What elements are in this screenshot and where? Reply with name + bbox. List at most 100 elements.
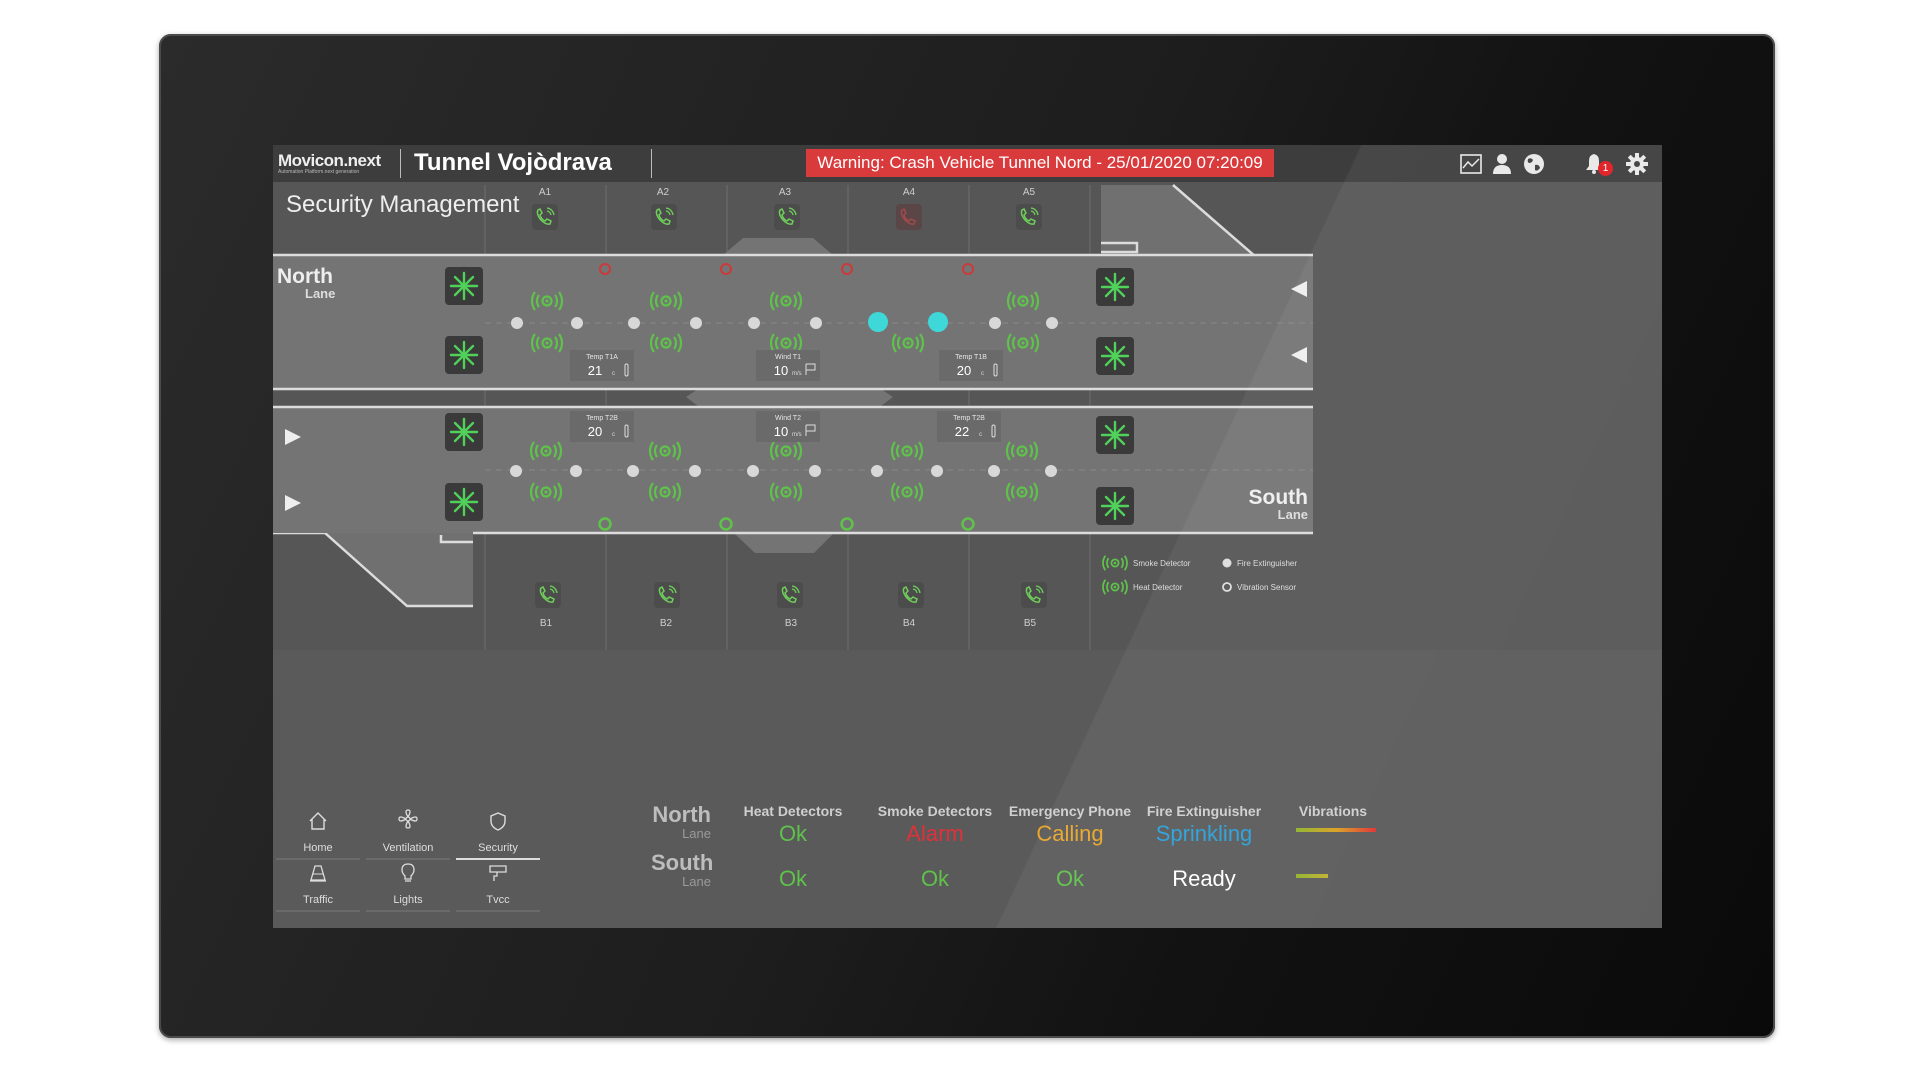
nav-security[interactable]: Security <box>453 802 543 860</box>
emergency-phone-icon[interactable] <box>531 203 559 231</box>
fire-extinguisher-icon[interactable] <box>989 317 1001 329</box>
status-panel: North Lane South Lane Heat Detectors Smo… <box>273 145 1662 928</box>
warning-banner[interactable]: Warning: Crash Vehicle Tunnel Nord - 25/… <box>806 149 1274 177</box>
section-label: B5 <box>1024 618 1037 629</box>
svg-text:c: c <box>612 432 615 438</box>
svg-text:Temp T1B: Temp T1B <box>955 354 987 361</box>
legend: Smoke Detector Heat Detector Fire Exting… <box>1102 554 1297 596</box>
globe-icon[interactable] <box>1521 151 1547 177</box>
fire-extinguisher-icon[interactable] <box>511 317 523 329</box>
north-phone-status: Calling <box>1036 821 1104 846</box>
fire-extinguisher-icon[interactable] <box>988 465 1000 477</box>
sensor-temp-t1a[interactable]: Temp T1A 21 c <box>570 350 634 381</box>
fan-icon[interactable] <box>443 411 485 453</box>
fire-extinguisher-icon[interactable] <box>628 317 640 329</box>
fire-extinguisher-icon[interactable] <box>810 317 822 329</box>
fan-icon[interactable] <box>1094 266 1136 308</box>
emergency-phone-icon[interactable] <box>1015 203 1043 231</box>
app-title: Tunnel Vojòdrava <box>414 149 612 176</box>
gear-icon[interactable] <box>1624 151 1650 177</box>
status-south-sublabel: Lane <box>682 874 711 889</box>
svg-text:m/s: m/s <box>792 371 802 377</box>
fan-icon[interactable] <box>443 481 485 523</box>
tunnel-diagram: Temp T1A 21 c Wind T1 10 m/s Temp T1B 20… <box>273 184 1662 928</box>
fire-extinguisher-icon[interactable] <box>931 465 943 477</box>
fire-extinguisher-icon[interactable] <box>1045 465 1057 477</box>
fan-icon[interactable] <box>1094 335 1136 377</box>
status-south-label: South <box>651 850 714 875</box>
col-fire-extinguisher: Fire Extinguisher <box>1146 803 1262 819</box>
arrow-right-icon <box>285 429 301 445</box>
sensor-temp-t2b-1[interactable]: Temp T2B 20 c <box>570 411 634 442</box>
fire-extinguisher-icon[interactable] <box>747 465 759 477</box>
fire-extinguisher-group <box>511 317 1058 329</box>
fire-extinguisher-active-icon[interactable] <box>928 312 948 332</box>
emergency-phone-icon[interactable] <box>776 581 804 609</box>
fire-extinguisher-icon[interactable] <box>690 317 702 329</box>
section-label: A3 <box>779 187 792 198</box>
nav-traffic[interactable]: Traffic <box>273 858 363 916</box>
north-vibration-bar <box>1296 828 1376 832</box>
section-label: A2 <box>657 187 670 198</box>
svg-text:m/s: m/s <box>792 432 802 438</box>
status-north-label: North <box>652 802 711 827</box>
arrow-left-icon <box>1291 347 1307 363</box>
svg-text:22: 22 <box>955 424 969 439</box>
nav-lights[interactable]: Lights <box>363 858 453 916</box>
svg-text:Temp T1A: Temp T1A <box>586 354 618 361</box>
svg-text:10: 10 <box>774 363 788 378</box>
section-label: A5 <box>1023 187 1036 198</box>
sensor-temp-t2b-2[interactable]: Temp T2B 22 c <box>937 411 1001 442</box>
fire-extinguisher-icon[interactable] <box>570 465 582 477</box>
sensor-wind-t1[interactable]: Wind T1 10 m/s <box>756 350 820 381</box>
south-lane-sublabel: Lane <box>1278 507 1308 522</box>
fire-extinguisher-icon[interactable] <box>510 465 522 477</box>
north-heat-status: Ok <box>778 821 808 846</box>
svg-text:Fire Extinguisher: Fire Extinguisher <box>1237 559 1297 568</box>
svg-text:20: 20 <box>588 424 602 439</box>
fan-icon[interactable] <box>1094 485 1136 527</box>
status-north-sublabel: Lane <box>682 826 711 841</box>
fire-extinguisher-icon[interactable] <box>1046 317 1058 329</box>
emergency-phone-icon[interactable] <box>897 581 925 609</box>
emergency-phone-icon[interactable] <box>653 581 681 609</box>
emergency-phone-icon[interactable] <box>1020 581 1048 609</box>
section-label: A4 <box>903 187 916 198</box>
sensor-wind-t2[interactable]: Wind T2 10 m/s <box>756 411 820 442</box>
emergency-phone-icon[interactable] <box>534 581 562 609</box>
svg-text:Vibration Sensor: Vibration Sensor <box>1237 583 1296 592</box>
north-smoke-status: Alarm <box>906 821 964 846</box>
emergency-phone-icon[interactable] <box>773 203 801 231</box>
section-label: B1 <box>540 618 553 629</box>
nav-tvcc[interactable]: Tvcc <box>453 858 543 916</box>
fire-extinguisher-icon[interactable] <box>748 317 760 329</box>
col-smoke-detectors: Smoke Detectors <box>877 803 993 819</box>
fire-extinguisher-icon[interactable] <box>871 465 883 477</box>
bottom-nav: Home Ventilation Security Traffic Lights… <box>273 802 543 922</box>
fire-extinguisher-icon[interactable] <box>689 465 701 477</box>
fan-icon[interactable] <box>443 265 485 307</box>
south-ramp <box>273 533 473 606</box>
fire-extinguisher-icon[interactable] <box>809 465 821 477</box>
fire-extinguisher-active-icon[interactable] <box>868 312 888 332</box>
trend-chart-icon[interactable] <box>1458 151 1484 177</box>
page-title: Security Management <box>286 191 520 218</box>
svg-text:Temp T2B: Temp T2B <box>953 415 985 422</box>
section-label: A1 <box>539 187 552 198</box>
fire-extinguisher-icon[interactable] <box>571 317 583 329</box>
emergency-phone-alarm-icon[interactable] <box>895 203 923 231</box>
heat-detector-legend-icon <box>1102 578 1128 596</box>
south-lane-label: South <box>1249 486 1308 509</box>
user-icon[interactable] <box>1489 151 1515 177</box>
svg-text:21: 21 <box>588 363 602 378</box>
fan-icon[interactable] <box>443 334 485 376</box>
emergency-phone-icon[interactable] <box>650 203 678 231</box>
fan-icon[interactable] <box>1094 414 1136 456</box>
nav-ventilation[interactable]: Ventilation <box>363 802 453 860</box>
sensor-temp-t1b[interactable]: Temp T1B 20 c <box>939 350 1003 381</box>
nav-home[interactable]: Home <box>273 802 363 860</box>
fire-extinguisher-icon[interactable] <box>627 465 639 477</box>
svg-text:c: c <box>612 371 615 377</box>
